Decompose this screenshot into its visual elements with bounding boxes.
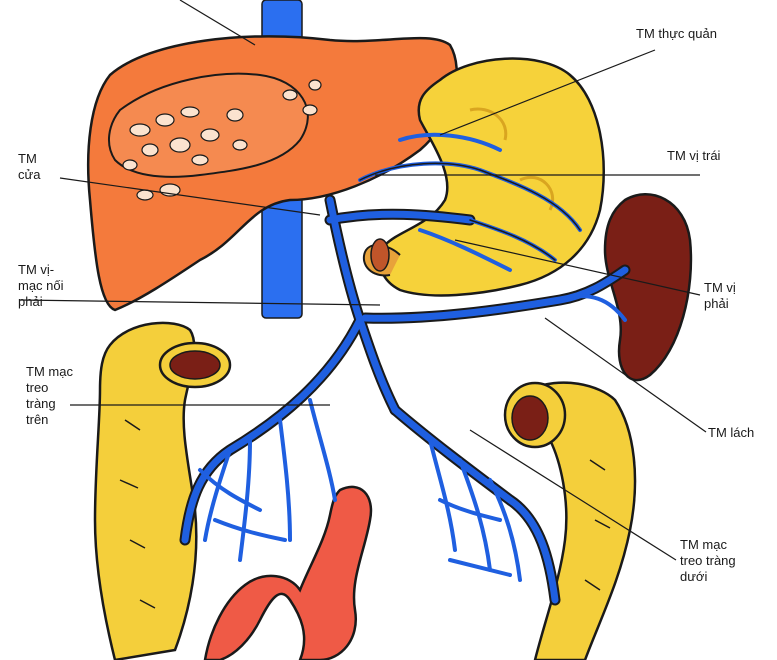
pointer-lines [19, 0, 707, 561]
label-esophageal-vein: TM thực quản [636, 26, 717, 41]
pointer-line-top [179, 0, 256, 46]
label-splenic-vein: TM lách [708, 425, 755, 440]
pointer-line-right-gastroepiploic [19, 299, 381, 306]
small-intestine [203, 485, 373, 660]
pointer-line-splenic [544, 317, 707, 433]
pointer-line-right-gastric [454, 239, 701, 296]
label-left-gastric-vein: TM vị trái [667, 148, 721, 163]
portal-vein-network [179, 132, 631, 606]
pointer-line-portal [59, 177, 321, 216]
label-right-gastroepiploic-vein: TM vị- mạc nối phải [18, 262, 64, 309]
liver [86, 35, 458, 312]
label-right-gastric-vein: TM vị phải [704, 280, 736, 311]
ascending-colon [93, 321, 232, 660]
spleen [603, 193, 693, 382]
pointer-line-inferior-mesenteric [469, 429, 677, 561]
label-inferior-mesenteric-vein: TM mạc treo tràng dưới [680, 537, 736, 584]
label-superior-mesenteric-vein: TM mạc treo tràng trên [26, 364, 73, 427]
label-portal-vein: TM cửa [18, 151, 41, 182]
pointer-line-esophageal [439, 49, 656, 136]
